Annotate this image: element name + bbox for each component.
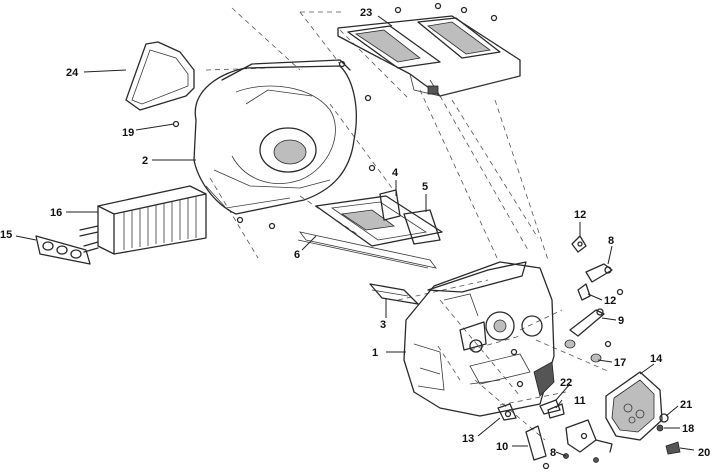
part-20-clip xyxy=(665,441,681,455)
callout-12-lower: 12 xyxy=(604,295,616,307)
part-21-washer xyxy=(659,413,669,423)
assembly-guide-lines xyxy=(205,7,611,441)
callout-20: 20 xyxy=(698,447,710,459)
callout-19: 19 xyxy=(122,127,134,139)
callout-10: 10 xyxy=(496,441,508,453)
callout-2: 2 xyxy=(142,155,148,167)
callout-3: 3 xyxy=(380,319,386,331)
part-15-pipe-fitting xyxy=(35,235,91,265)
callout-23: 23 xyxy=(360,7,372,19)
callout-14: 14 xyxy=(650,353,663,365)
callout-9: 9 xyxy=(618,315,624,327)
callout-8-lower: 8 xyxy=(550,447,556,459)
callout-1: 1 xyxy=(372,347,378,359)
part-14-actuator-motor xyxy=(605,371,663,441)
callout-5: 5 xyxy=(422,181,428,193)
part-12-lower-clip xyxy=(577,283,591,301)
callout-24: 24 xyxy=(66,67,79,79)
part-3-flap xyxy=(369,283,419,305)
part-18-screw xyxy=(656,424,664,432)
part-8-upper-lever xyxy=(585,263,624,296)
part-23-upper-duct-case xyxy=(337,2,521,97)
callout-21: 21 xyxy=(680,399,692,411)
callout-16: 16 xyxy=(50,207,62,219)
callout-11: 11 xyxy=(574,395,586,407)
callout-6: 6 xyxy=(294,249,300,261)
part-10-lever xyxy=(525,425,550,470)
callout-15: 15 xyxy=(0,229,12,241)
part-number-callouts: 23 24 19 2 16 15 4 5 6 3 1 12 8 12 9 17 … xyxy=(0,7,710,459)
part-16-heater-core xyxy=(79,185,207,255)
leader-lines xyxy=(15,15,695,457)
callout-13: 13 xyxy=(462,433,474,445)
part-17-washers xyxy=(564,339,602,363)
part-bottom-bracket xyxy=(565,419,613,453)
part-24-gasket-seal xyxy=(125,41,195,111)
part-8-lower-screw xyxy=(563,453,599,463)
callout-12-upper: 12 xyxy=(574,209,586,221)
part-9-link-arm xyxy=(569,308,612,348)
callout-22: 22 xyxy=(560,377,572,389)
part-22-connector xyxy=(539,399,561,415)
callout-8-upper: 8 xyxy=(608,235,614,247)
callout-17: 17 xyxy=(614,357,626,369)
part-2-blower-housing xyxy=(172,59,376,230)
part-12-upper-clip xyxy=(571,235,587,253)
callout-18: 18 xyxy=(682,423,694,435)
part-4-5-6-damper-doors xyxy=(297,189,443,269)
part-13-pivot xyxy=(497,403,517,421)
part-1-lower-heater-case xyxy=(403,261,555,417)
callout-4: 4 xyxy=(392,167,399,179)
